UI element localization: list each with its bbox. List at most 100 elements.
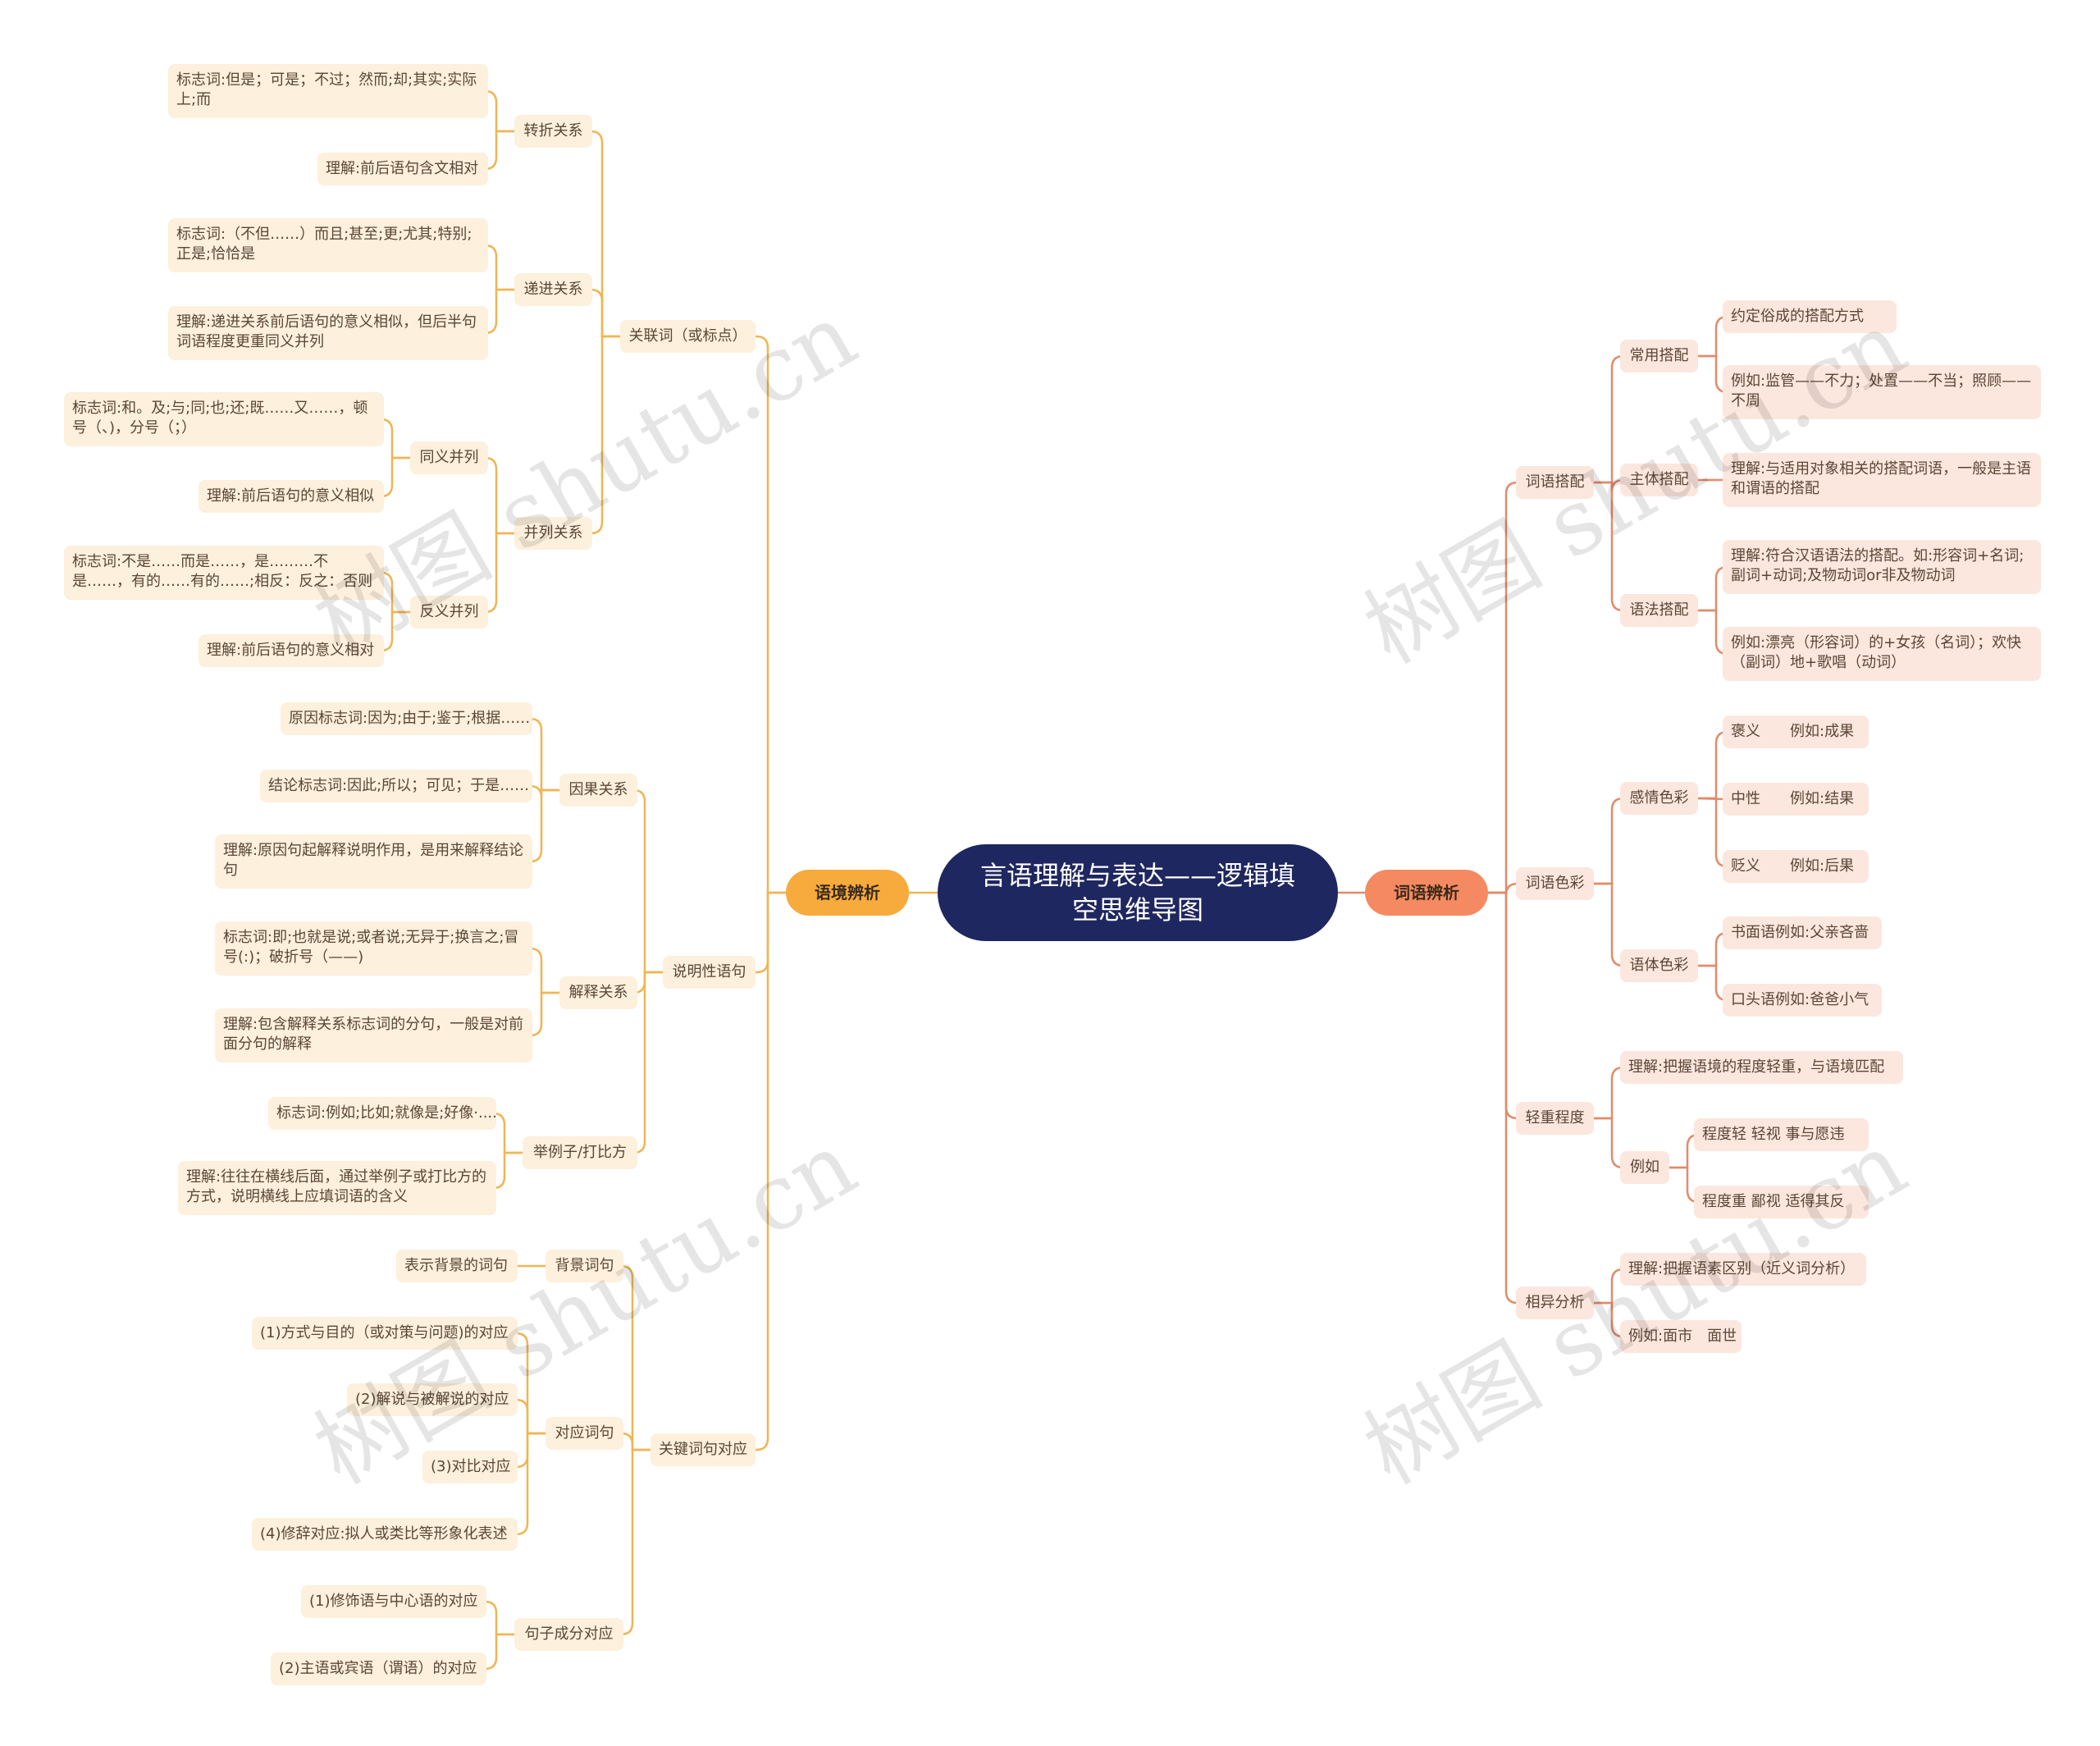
leaf-background-words[interactable]: 表示背景的词句 [396,1250,518,1282]
leaf-contrast-correspondence[interactable]: (3)对比对应 [422,1451,518,1483]
node-subject-collocation[interactable]: 主体搭配 [1620,464,1698,496]
leaf-synonym-understanding[interactable]: 理解:前后语句的意义相似 [199,480,384,513]
connector [484,456,514,535]
node-synonym-parallel[interactable]: 同义并列 [410,441,488,474]
central-topic[interactable]: 言语理解与表达——逻辑填空思维导图 [938,844,1338,941]
leaf-conclusion-markers[interactable]: 结论标志词:因此;所以；可见；于是…… [260,770,532,802]
branch-context-analysis-label: 语境辨析 [815,883,880,903]
leaf-method-purpose[interactable]: (1)方式与目的（或对策与问题)的对应 [252,1317,518,1350]
leaf-subject-object-text: (2)主语或宾语（谓语）的对应 [279,1660,477,1677]
leaf-synonym-understanding-text: 理解:前后语句的意义相似 [207,487,375,505]
leaf-explanation-understanding-text: 理解:包含解释关系标志词的分句，一般是对前面分句的解释 [223,1016,524,1053]
leaf-derogatory[interactable]: 贬义 例如:后果 [1723,850,1869,883]
leaf-subject-object[interactable]: (2)主语或宾语（谓语）的对应 [271,1652,486,1685]
node-conjunctions[interactable]: 关联词（或标点） [620,320,756,353]
node-explanatory-sentences[interactable]: 说明性语句 [663,956,756,989]
connector [515,1432,546,1536]
leaf-neutral-text: 中性 例如:结果 [1731,790,1855,807]
connector [484,1633,514,1671]
leaf-common-collocation-example[interactable]: 例如:监管——不力；处置——不当；照顾——不周 [1723,365,2041,419]
leaf-explain-explained[interactable]: (2)解说与被解说的对应 [347,1383,518,1416]
node-explanation-relation[interactable]: 解释关系 [559,976,637,1009]
leaf-antonym-markers[interactable]: 标志词:不是……而是……，是………不是……，有的……有的……;相反：反之：否则 [64,546,384,600]
connector [756,891,786,974]
leaf-commendatory[interactable]: 褒义 例如:成果 [1723,715,1869,748]
connector [590,130,620,338]
node-keyword-correspondence-label: 关键词句对应 [659,1441,747,1458]
node-degree-examples[interactable]: 例如 [1620,1151,1669,1184]
node-sentence-component-label: 句子成分对应 [524,1625,614,1643]
connector [1488,891,1518,1120]
connector [380,610,410,652]
leaf-cause-understanding-text: 理解:原因句起解释说明作用，是用来解释结论句 [223,842,524,879]
leaf-example-markers[interactable]: 标志词:例如;比如;就像是;好像·.... [268,1097,497,1130]
connector [529,784,559,798]
leaf-modifier-head[interactable]: (1)修饰语与中心语的对应 [301,1585,486,1618]
node-examples-metaphors-label: 举例子/打比方 [532,1144,628,1161]
leaf-explanation-markers[interactable]: 标志词:即;也就是说;或者说;无异于;换言之;冒号(:)；破折号（——) [215,921,532,976]
node-progressive-relation-label: 递进关系 [523,281,583,298]
leaf-antonym-markers-text: 标志词:不是……而是……，是………不是……，有的……有的……;相反：反之：否则 [72,553,373,590]
connector [484,532,514,614]
leaf-spoken-language[interactable]: 口头语例如:爸爸小气 [1723,984,1882,1017]
connector [756,335,786,894]
leaf-antonym-understanding[interactable]: 理解:前后语句的意义相对 [199,634,384,667]
node-corresponding-words[interactable]: 对应词句 [546,1417,623,1450]
connector [515,1398,546,1435]
connector [620,1432,651,1451]
node-word-collocation[interactable]: 词语搭配 [1516,466,1594,499]
connector [1594,1117,1624,1169]
node-difference-analysis-label: 相异分析 [1525,1294,1585,1311]
node-degree[interactable]: 轻重程度 [1516,1102,1594,1135]
node-background-words[interactable]: 背景词句 [546,1250,623,1282]
leaf-cause-markers[interactable]: 原因标志词:因为;由于;鉴于;根据…… [281,702,532,735]
node-grammar-collocation[interactable]: 语法搭配 [1620,594,1698,627]
leaf-contrast-understanding[interactable]: 理解:前后语句含文相对 [317,153,488,185]
leaf-difference-example[interactable]: 例如:面市 面世 [1620,1320,1742,1353]
node-antonym-parallel[interactable]: 反义并列 [410,596,488,628]
branch-context-analysis[interactable]: 语境辨析 [786,870,909,916]
leaf-subject-collocation-def[interactable]: 理解:与适用对象相关的搭配词语，一般是主语和谓语的搭配 [1723,453,2041,507]
leaf-rhetoric-correspondence[interactable]: (4)修辞对应:拟人或类比等形象化表述 [252,1518,518,1551]
node-difference-analysis[interactable]: 相异分析 [1516,1287,1594,1319]
node-keyword-correspondence[interactable]: 关键词句对应 [651,1433,756,1466]
leaf-synonym-markers[interactable]: 标志词:和。及;与;同;也;还;既……又……，顿号（、)，分号（；） [64,392,384,446]
leaf-written-language[interactable]: 书面语例如:父亲吝啬 [1723,916,1882,949]
connector [484,130,514,171]
connector [529,788,559,863]
node-emotional-color[interactable]: 感情色彩 [1620,782,1698,815]
node-cause-effect[interactable]: 因果关系 [559,774,637,807]
node-sentence-component[interactable]: 句子成分对应 [514,1618,623,1651]
node-examples-metaphors[interactable]: 举例子/打比方 [523,1136,637,1169]
leaf-progressive-understanding[interactable]: 理解:递进关系前后语句的意义相似，但后半句词语程度更重同义并列 [168,306,488,360]
node-common-collocation[interactable]: 常用搭配 [1620,340,1698,373]
leaf-progressive-markers-text: 标志词:（不但……）而且;甚至;更;尤其;特别;正是;恰恰是 [176,226,472,263]
leaf-difference-understanding[interactable]: 理解:把握语素区别（近义词分析） [1620,1253,1866,1286]
leaf-example-understanding[interactable]: 理解:往往在横线后面，通过举例子或打比方的方式，说明横线上应填词语的含义 [178,1161,496,1215]
leaf-contrast-markers[interactable]: 标志词:但是；可是；不过；然而;却;其实;实际上;而 [168,64,488,118]
branch-word-analysis[interactable]: 词语辨析 [1365,870,1488,916]
leaf-degree-understanding-text: 理解:把握语境的程度轻重，与语境匹配 [1628,1058,1885,1076]
leaf-light-degree[interactable]: 程度轻 轻视 事与愿违 [1694,1118,1869,1151]
node-parallel-relation[interactable]: 并列关系 [514,517,592,550]
connector [590,288,620,338]
leaf-grammar-collocation-example[interactable]: 例如:漂亮（形容词）的+女孩（名词）；欢快（副词）地+歌唱（动词） [1723,627,2041,681]
leaf-progressive-markers[interactable]: 标志词:（不但……）而且;甚至;更;尤其;特别;正是;恰恰是 [168,218,488,272]
node-contrast-relation[interactable]: 转折关系 [514,115,592,148]
leaf-cause-understanding[interactable]: 理解:原因句起解释说明作用，是用来解释结论句 [215,834,532,889]
leaf-heavy-degree[interactable]: 程度重 鄙视 适得其反 [1694,1186,1869,1218]
leaf-modifier-head-text: (1)修饰语与中心语的对应 [309,1593,478,1610]
leaf-explanation-understanding[interactable]: 理解:包含解释关系标志词的分句，一般是对前面分句的解释 [215,1008,532,1063]
leaf-grammar-collocation-def[interactable]: 理解:符合汉语语法的搭配。如:形容词+名词;副词+动词;及物动词or非及物动词 [1723,540,2041,594]
node-progressive-relation[interactable]: 递进关系 [514,273,592,306]
connector [620,1448,651,1636]
node-degree-label: 轻重程度 [1525,1109,1585,1127]
leaf-neutral[interactable]: 中性 例如:结果 [1723,783,1869,816]
leaf-degree-understanding[interactable]: 理解:把握语境的程度轻重，与语境匹配 [1620,1051,1903,1084]
leaf-common-collocation-def[interactable]: 约定俗成的搭配方式 [1723,300,1897,333]
node-style-color[interactable]: 语体色彩 [1620,949,1698,982]
node-corresponding-words-label: 对应词句 [555,1424,614,1442]
node-word-color[interactable]: 词语色彩 [1516,867,1594,900]
connector [484,288,514,335]
connector [620,1264,651,1451]
